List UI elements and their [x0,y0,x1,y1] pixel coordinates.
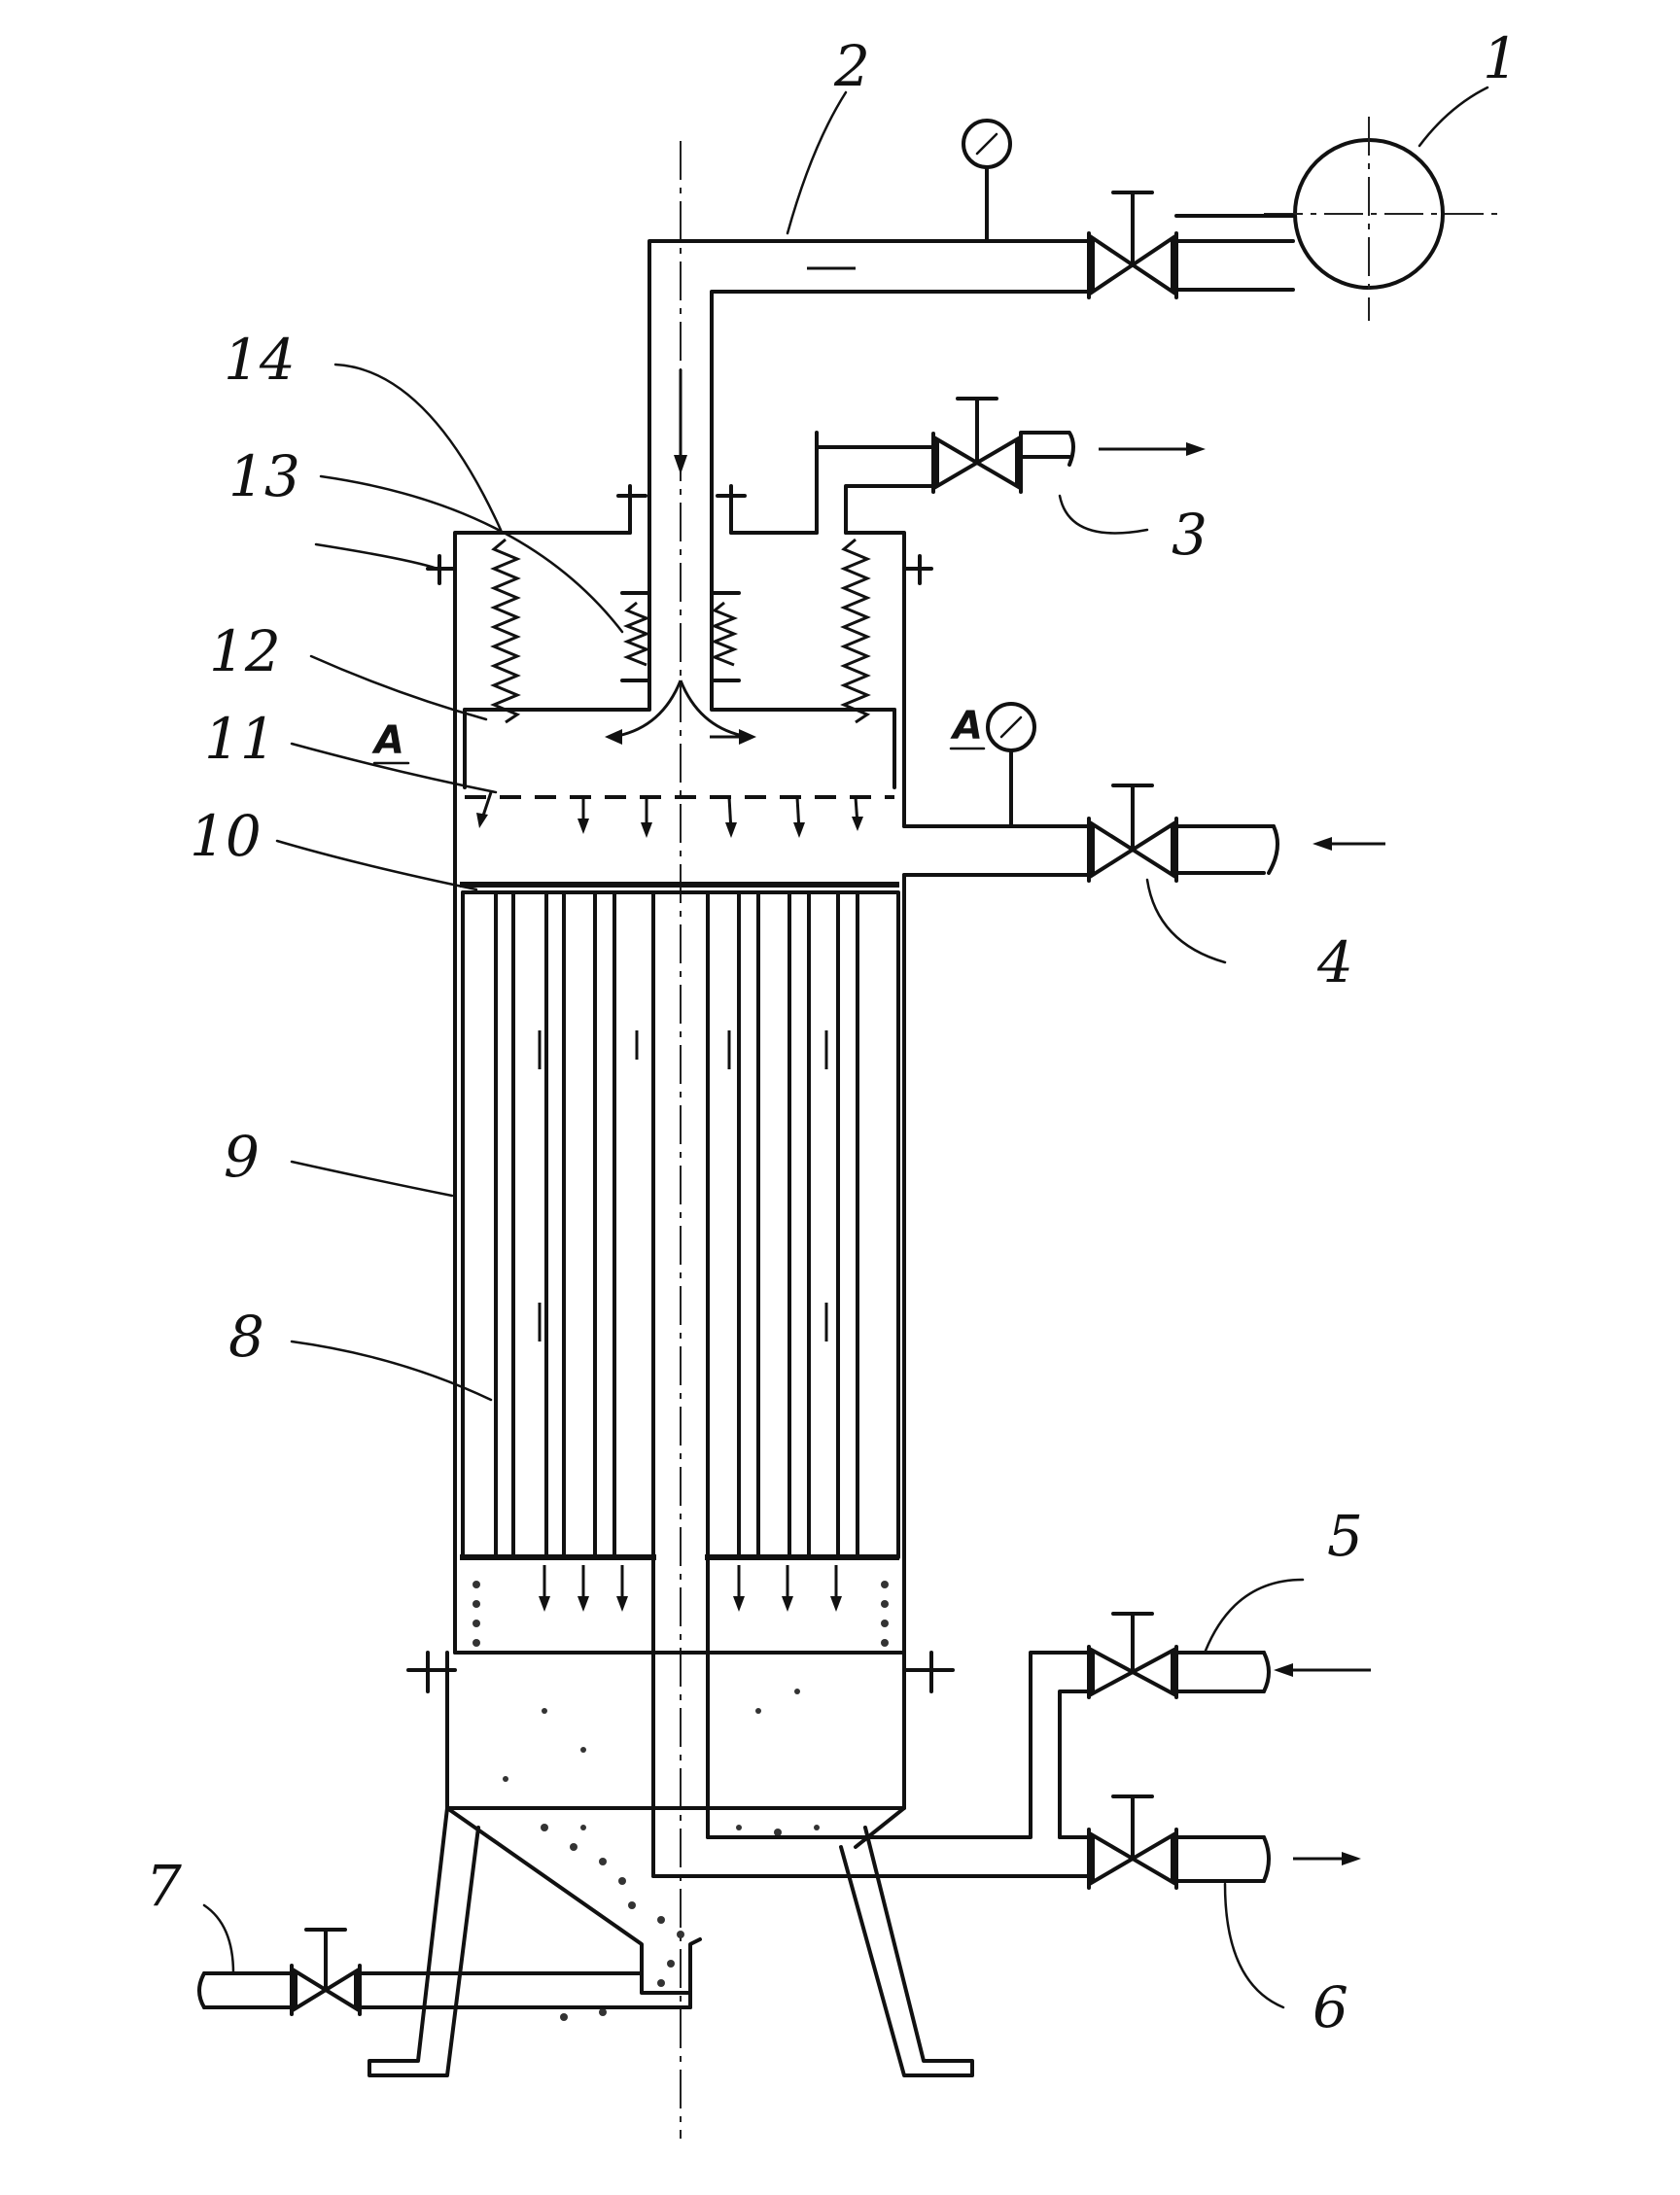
drain-pipe-7 [197,1971,692,2009]
discharge-arrows [472,1565,889,1647]
spring-left-outer [490,538,521,724]
support-legs [368,1806,974,2077]
inlet-pipe-4 [902,824,1385,877]
lower-flanges [406,1651,955,1693]
inlet-valve-4[interactable] [1087,784,1178,883]
central-outlet-pipe [651,1555,710,1878]
drain-valve-7[interactable] [290,1928,362,2016]
pressure-gauge-side [986,702,1036,828]
pump [1264,117,1502,321]
outlet-valve-6[interactable] [1087,1794,1178,1890]
label-11: 11 [204,706,276,772]
inlet-valve-5[interactable] [1087,1612,1178,1699]
label-4: 4 [1316,929,1353,995]
outlet-valve-3[interactable] [931,397,1023,494]
label-8: 8 [228,1304,264,1370]
section-marker-right: A [950,704,983,749]
spring-left-inner [620,591,651,682]
sediment [503,1689,820,2021]
perforated-plate [465,791,894,838]
label-12: 12 [209,618,281,684]
label-6: 6 [1312,1974,1348,2040]
label-5: 5 [1327,1503,1363,1569]
leader-lines [202,86,1489,2009]
vessel-head [426,445,935,1655]
conical-hopper [445,1651,906,1995]
label-2: 2 [833,33,870,99]
inlet-valve[interactable] [1087,191,1178,299]
label-14: 14 [224,327,296,393]
spring-right-inner [710,591,741,682]
section-marker-left: A [371,718,404,763]
inlet-pipe [648,214,1295,648]
label-7: 7 [146,1853,182,1919]
outlet-pipe-3 [815,431,1206,467]
pressure-gauge-top [962,119,1012,243]
spring-right-outer [840,538,871,724]
label-3: 3 [1172,502,1208,568]
inlet-pipe-5 [1174,1651,1371,1693]
filter-tube-bundle [460,890,900,1560]
outlet-pipe-6 [651,1651,1361,1883]
label-1: 1 [1483,25,1519,91]
label-10: 10 [190,803,262,869]
label-9: 9 [224,1124,260,1190]
distributor-box [463,645,896,789]
label-13: 13 [228,443,300,509]
